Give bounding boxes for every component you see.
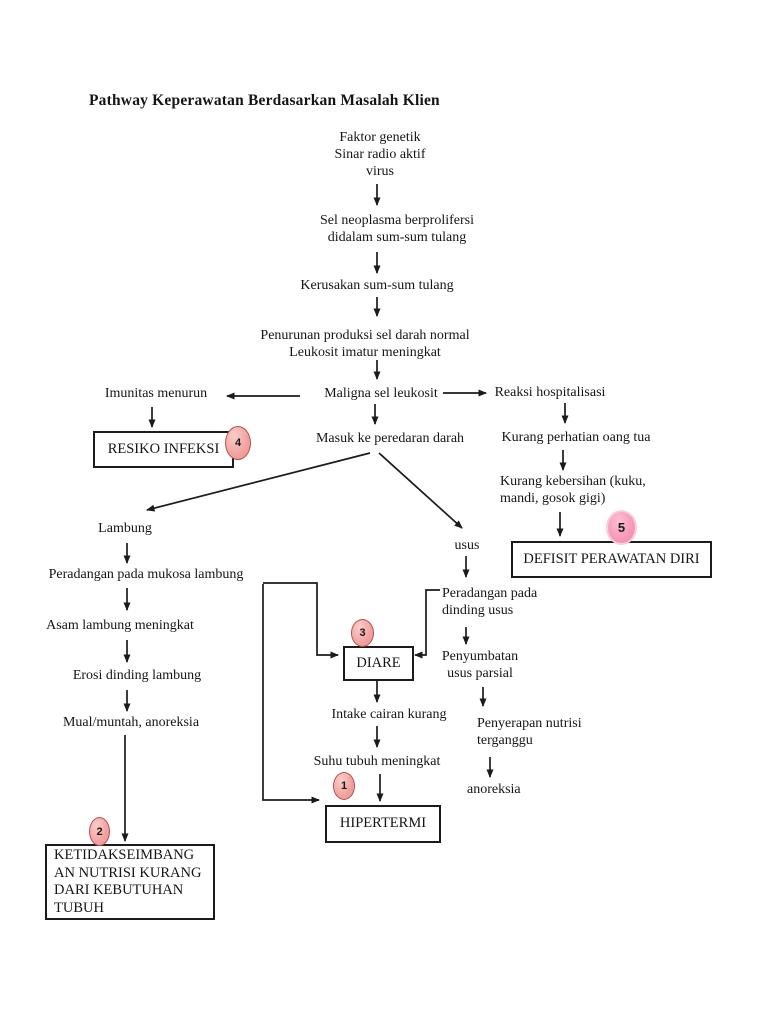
connector-bracket-to-diare xyxy=(263,582,339,659)
node-lambung: Lambung xyxy=(98,521,152,536)
box-diare: DIARE xyxy=(343,646,414,681)
node-sel-neoplasma: Sel neoplasma berprolifersi didalam sum-… xyxy=(320,213,474,245)
node-imunitas-menurun: Imunitas menurun xyxy=(104,386,208,401)
badge-number-2: 2 xyxy=(89,817,110,846)
badge-5-label: 5 xyxy=(617,520,626,535)
node-kerusakan-sumsum: Kerusakan sum-sum tulang xyxy=(300,278,454,293)
badge-1-label: 1 xyxy=(340,780,348,792)
node-kurang-kebersihan: Kurang kebersihan (kuku, mandi, gosok gi… xyxy=(500,474,646,506)
node-penyerapan-nutrisi: Penyerapan nutrisi terganggu xyxy=(477,716,582,748)
node-erosi-dinding-lambung: Erosi dinding lambung xyxy=(72,668,202,683)
node-penyumbatan-usus: Penyumbatan usus parsial xyxy=(441,649,519,681)
node-masuk-peredaran-darah: Masuk ke peredaran darah xyxy=(315,431,465,446)
node-asam-lambung: Asam lambung meningkat xyxy=(46,618,194,633)
box-hipertermi: HIPERTERMI xyxy=(325,805,441,843)
arrow-masuk-to-usus xyxy=(378,452,463,529)
badge-2-label: 2 xyxy=(96,825,103,838)
node-anoreksia: anoreksia xyxy=(467,782,521,797)
node-peradangan-dinding-usus: Peradangan pada dinding usus xyxy=(442,586,538,618)
node-maligna-sel-leukosit: Maligna sel leukosit xyxy=(324,386,438,401)
badge-3-label: 3 xyxy=(359,627,366,639)
node-penurunan-produksi: Penurunan produksi sel darah normal Leuk… xyxy=(260,328,470,360)
node-peradangan-mukosa-lambung: Peradangan pada mukosa lambung xyxy=(48,567,244,582)
node-usus: usus xyxy=(454,538,480,553)
node-suhu-tubuh: Suhu tubuh meningkat xyxy=(313,754,441,769)
badge-number-1: 1 xyxy=(333,772,355,800)
node-mual-muntah: Mual/muntah, anoreksia xyxy=(62,715,200,730)
box-defisit-perawatan-diri: DEFISIT PERAWATAN DIRI xyxy=(511,541,712,578)
node-faktor-genetik: Faktor genetik Sinar radio aktif virus xyxy=(334,130,426,179)
box-ketidakseimbangan-nutrisi: KETIDAKSEIMBANG AN NUTRISI KURANG DARI K… xyxy=(45,844,215,920)
node-intake-cairan: Intake cairan kurang xyxy=(331,707,447,722)
badge-number-4: 4 xyxy=(225,426,251,460)
page-title: Pathway Keperawatan Berdasarkan Masalah … xyxy=(89,92,440,109)
connector-peradangan-usus-to-diare xyxy=(414,589,440,659)
arrow-masuk-to-lambung xyxy=(146,452,371,512)
badge-number-3: 3 xyxy=(351,619,374,647)
badge-number-5: 5 xyxy=(606,510,637,545)
connector-bracket-to-hipertermi xyxy=(262,584,320,804)
badge-4-label: 4 xyxy=(234,437,242,449)
box-resiko-infeksi: RESIKO INFEKSI xyxy=(93,431,234,468)
node-reaksi-hospitalisasi: Reaksi hospitalisasi xyxy=(494,385,606,400)
node-kurang-perhatian: Kurang perhatian oang tua xyxy=(501,430,651,445)
